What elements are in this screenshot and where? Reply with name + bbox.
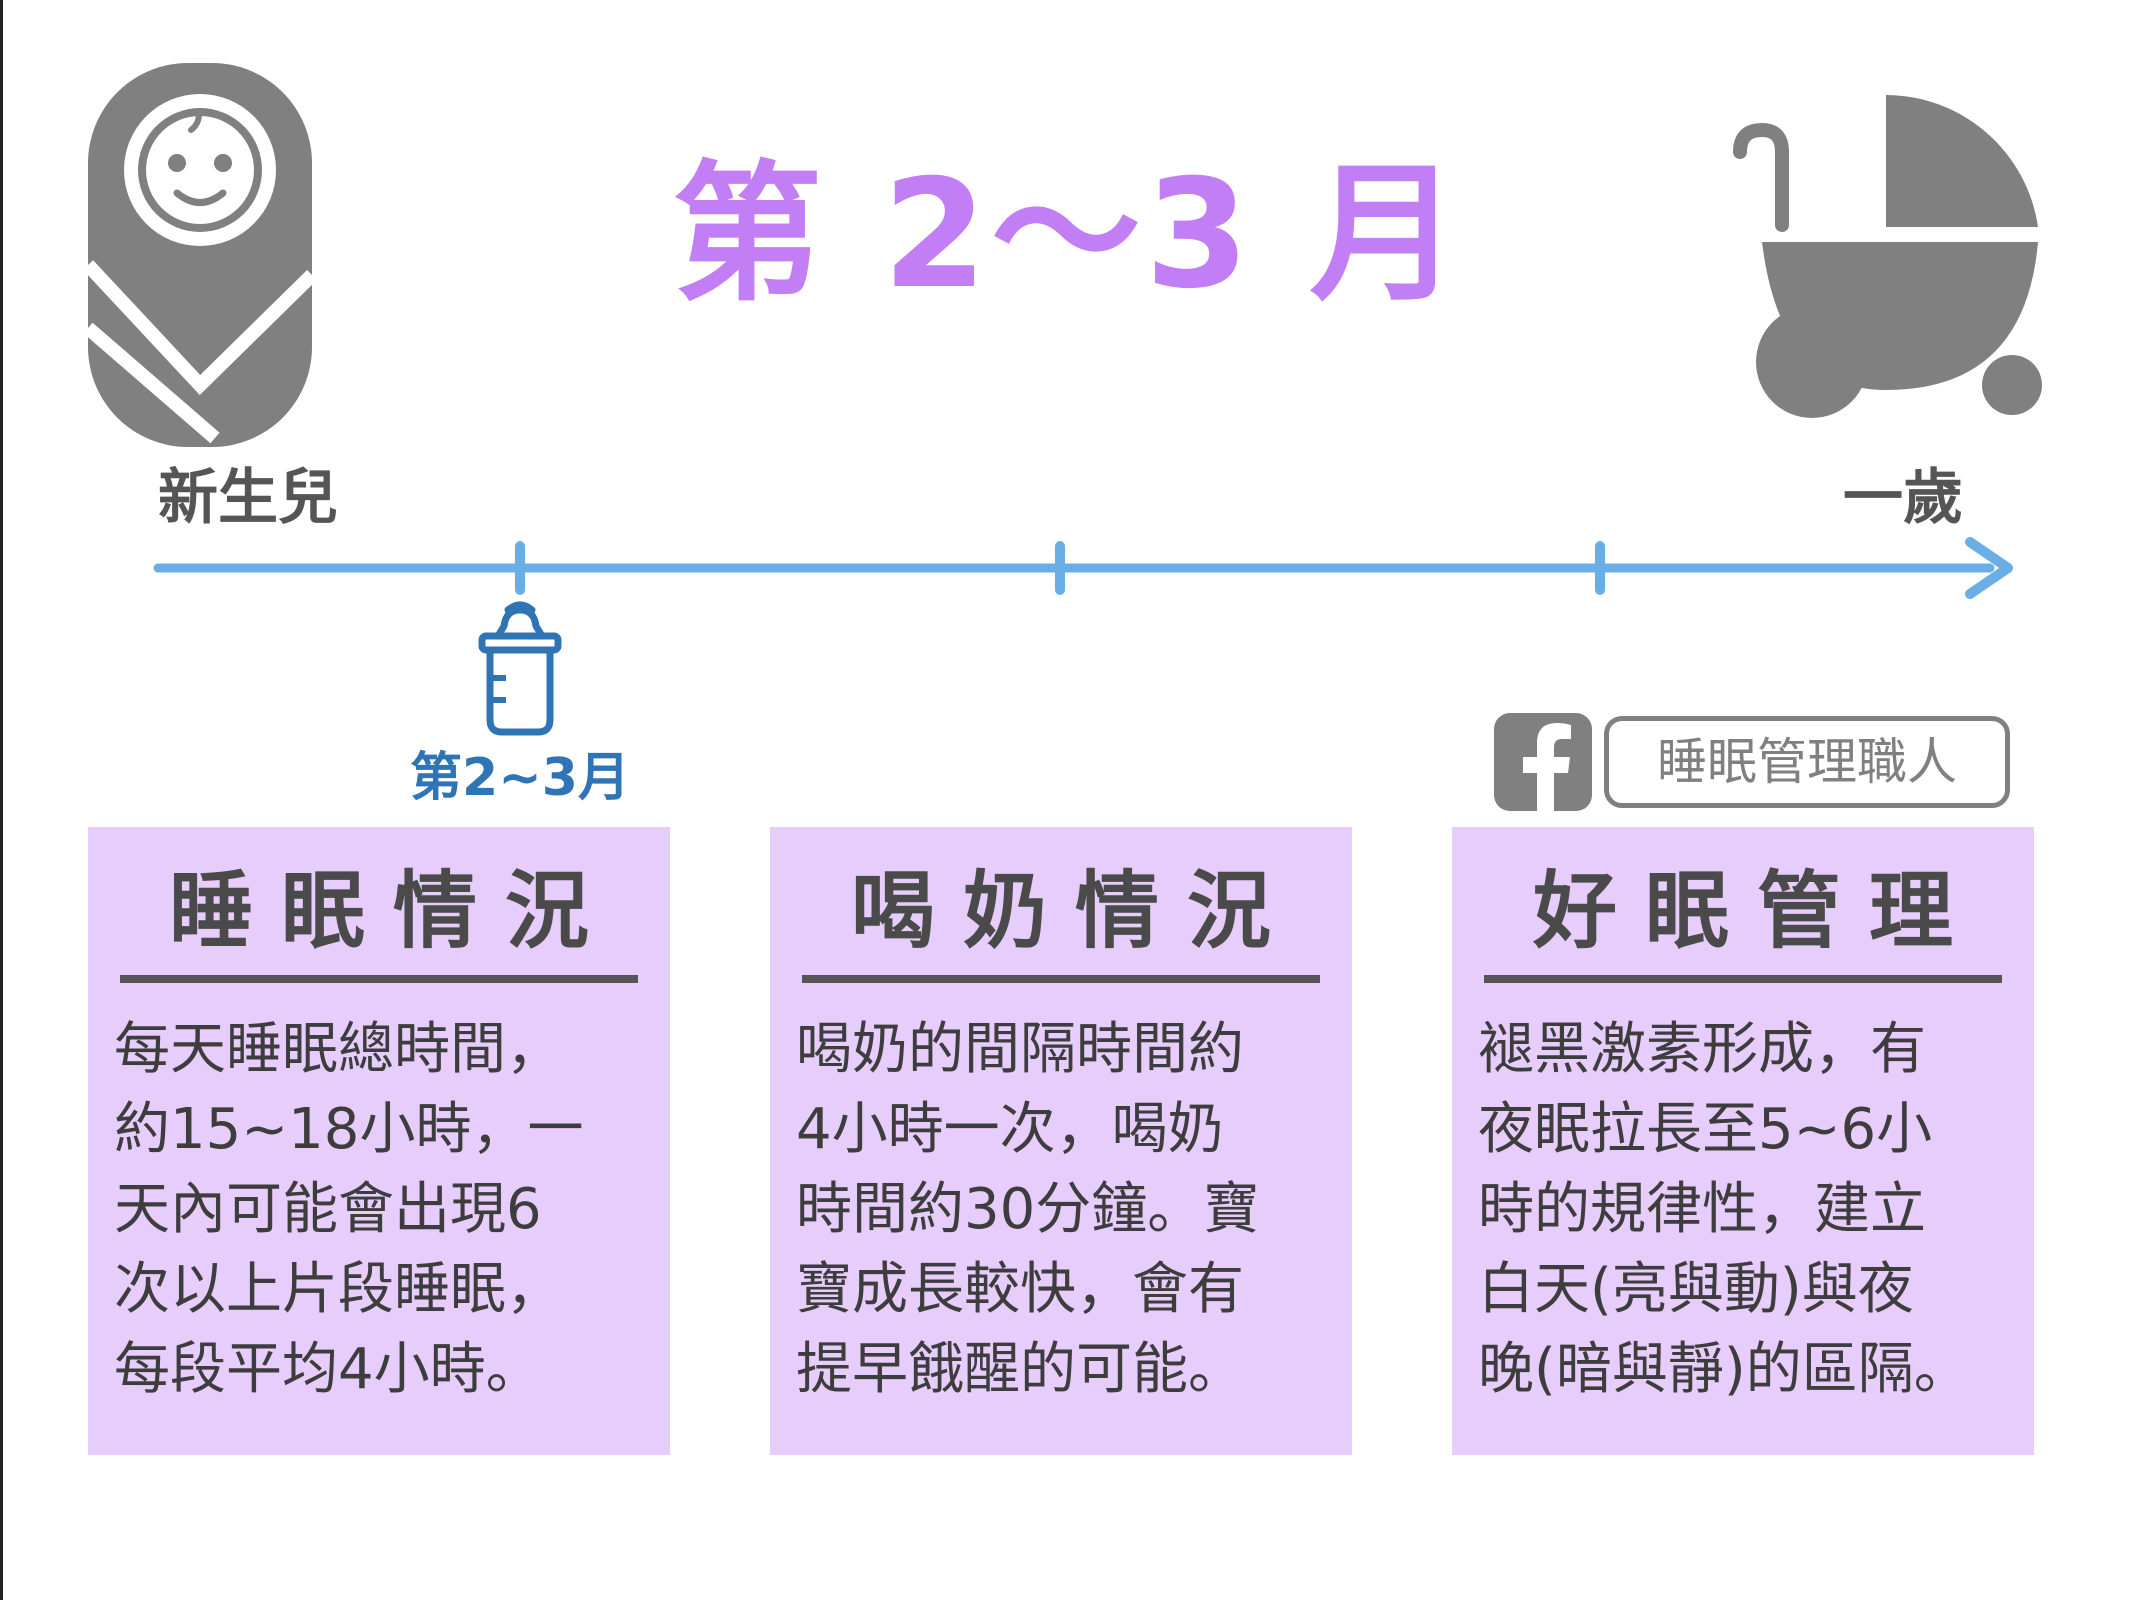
facebook-icon bbox=[1494, 713, 1592, 811]
card-body: 喝奶的間隔時間約 4小時一次，喝奶 時間約30分鐘。寶 寶成長較快，會有 提早餓… bbox=[796, 1017, 1260, 1402]
timeline-arrow bbox=[153, 537, 2013, 599]
left-border bbox=[0, 0, 3, 1600]
card-divider bbox=[802, 975, 1320, 983]
timeline-end-label: 一歲 bbox=[1843, 463, 1963, 533]
page-title: 第 2～3 月 bbox=[672, 148, 1464, 322]
milestone-label: 第2~3月 bbox=[410, 748, 630, 808]
card-divider bbox=[1484, 975, 2002, 983]
timeline-start-label: 新生兒 bbox=[158, 463, 338, 533]
card-body: 每天睡眠總時間， 約15~18小時，一 天內可能會出現6 次以上片段睡眠， 每段… bbox=[114, 1017, 584, 1402]
card-sleep-management: 好眠管理 褪黑激素形成，有 夜眠拉長至5~6小 時的規律性，建立 白天(亮與動)… bbox=[1452, 827, 2034, 1455]
card-sleep: 睡眠情況 每天睡眠總時間， 約15~18小時，一 天內可能會出現6 次以上片段睡… bbox=[88, 827, 670, 1455]
stroller-icon bbox=[1733, 95, 2042, 418]
card-title: 睡眠情況 bbox=[168, 862, 617, 960]
card-title: 好眠管理 bbox=[1532, 862, 1981, 960]
card-title: 喝奶情況 bbox=[850, 862, 1299, 960]
card-feeding: 喝奶情況 喝奶的間隔時間約 4小時一次，喝奶 時間約30分鐘。寶 寶成長較快，會… bbox=[770, 827, 1352, 1455]
brand-name-box: 睡眠管理職人 bbox=[1604, 716, 2010, 808]
newborn-baby-icon bbox=[85, 63, 315, 447]
card-divider bbox=[120, 975, 638, 983]
card-body: 褪黑激素形成，有 夜眠拉長至5~6小 時的規律性，建立 白天(亮與動)與夜 晚(… bbox=[1478, 1017, 1970, 1402]
baby-bottle-icon bbox=[478, 601, 562, 736]
